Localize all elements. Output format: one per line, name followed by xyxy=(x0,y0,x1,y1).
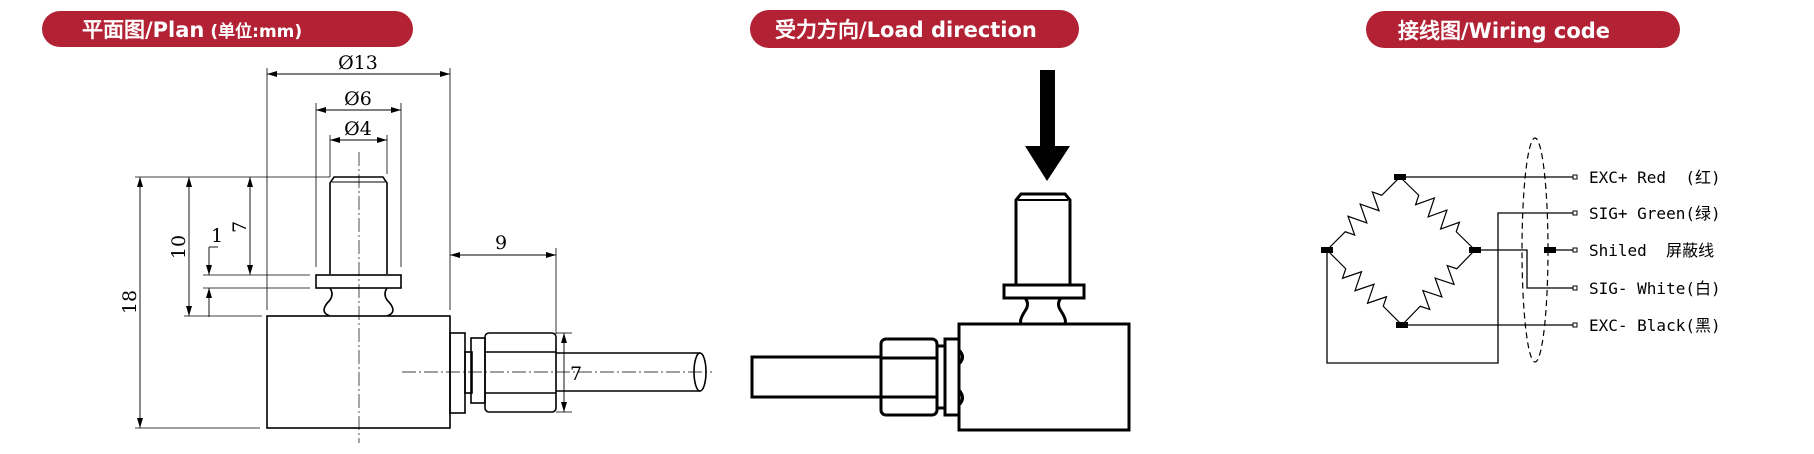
dim-pin-height: 7 xyxy=(229,221,251,233)
sensor-outline xyxy=(266,176,707,429)
wire-label-exc-minus: EXC- Black(黑) xyxy=(1589,316,1721,335)
wheatstone-bridge xyxy=(1326,176,1476,326)
plan-header-unit: (单位:mm) xyxy=(210,21,303,42)
load-direction-header-title: 受力方向/Load direction xyxy=(775,18,1037,42)
center-lines xyxy=(358,152,712,443)
load-direction-drawing xyxy=(750,70,1131,432)
plan-drawing: Ø13 Ø6 Ø4 9 7 18 10 7 1 xyxy=(119,52,712,443)
wire-terminals xyxy=(1572,174,1578,328)
sensor-side-view xyxy=(750,192,1131,432)
dim-diameter-6: Ø6 xyxy=(344,88,372,110)
dim-total-height: 18 xyxy=(119,290,141,314)
wire-label-sig-plus: SIG+ Green(绿) xyxy=(1589,204,1721,223)
dim-flange-thickness: 1 xyxy=(211,225,223,247)
dim-fitting-height: 7 xyxy=(570,363,582,385)
plan-header: 平面图/Plan (单位:mm) xyxy=(42,11,413,47)
terminal-nodes xyxy=(1321,174,1556,328)
dim-height-10: 10 xyxy=(168,235,190,259)
shield-ellipse xyxy=(1521,137,1549,363)
wire-label-sig-minus: SIG- White(白) xyxy=(1589,279,1721,298)
resistor-icon xyxy=(1326,176,1401,251)
wiring-diagram: EXC+ Red (红) SIG+ Green(绿) Shiled 屏蔽线 SI… xyxy=(1321,137,1721,364)
dimension-lines xyxy=(137,71,567,428)
dim-fitting-length: 9 xyxy=(495,232,507,254)
resistor-icon xyxy=(1326,249,1403,326)
resistor-icon xyxy=(1399,176,1476,251)
wiring-header-title: 接线图/Wiring code xyxy=(1398,18,1611,43)
wire-label-shield: Shiled 屏蔽线 xyxy=(1589,241,1714,260)
wire-label-exc-plus: EXC+ Red (红) xyxy=(1589,168,1721,187)
load-direction-header: 受力方向/Load direction xyxy=(750,10,1079,48)
dim-diameter-4: Ø4 xyxy=(344,118,372,140)
dim-diameter-13: Ø13 xyxy=(338,52,378,74)
load-arrow-icon xyxy=(1025,70,1070,181)
plan-header-title: 平面图/Plan xyxy=(82,18,205,42)
wiring-header: 接线图/Wiring code xyxy=(1366,11,1680,48)
resistor-icon xyxy=(1401,249,1476,326)
